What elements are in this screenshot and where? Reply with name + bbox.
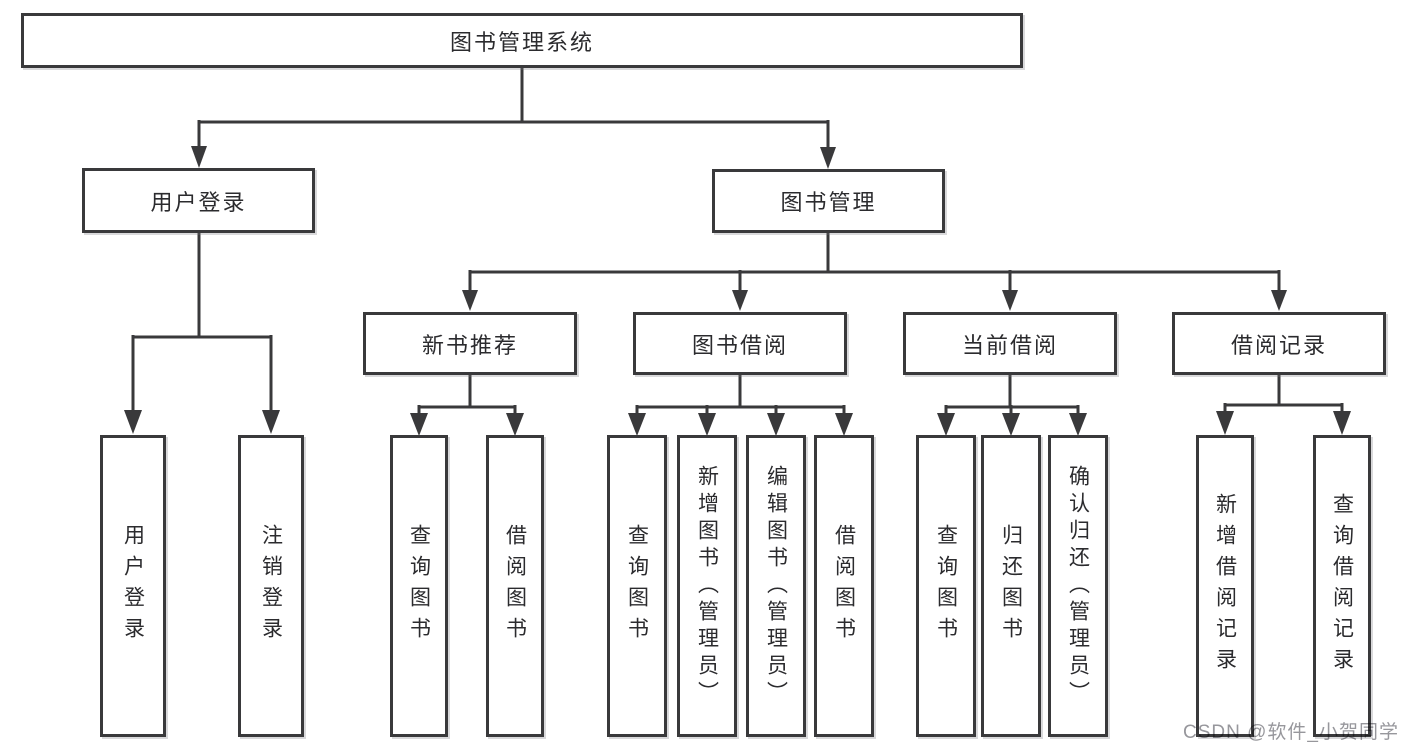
arrowhead-icon [1069, 413, 1087, 436]
arrowhead-icon [1271, 290, 1287, 311]
connector-borrow-records-children [1223, 375, 1344, 412]
arrowhead-icon [767, 413, 785, 436]
arrowhead-icon [1002, 413, 1020, 436]
leaf-confirm-return-admin: 确认归还（管理员） [1048, 435, 1108, 737]
node-user-login: 用户登录 [82, 168, 315, 233]
node-root-system: 图书管理系统 [21, 13, 1023, 68]
leaf-edit-books-admin: 编辑图书（管理员） [746, 435, 806, 737]
leaf-add-borrow-record: 新增借阅记录 [1196, 435, 1254, 737]
arrowhead-icon [698, 413, 716, 436]
leaf-logout: 注销登录 [238, 435, 304, 737]
arrowhead-layer [124, 146, 1351, 436]
connector-book-management-children [468, 233, 1281, 292]
arrowhead-icon [462, 290, 478, 311]
arrowhead-icon [1002, 290, 1018, 311]
arrowhead-icon [410, 413, 428, 436]
node-book-borrowing: 图书借阅 [633, 312, 847, 375]
arrowhead-icon [628, 413, 646, 436]
leaf-borrow-books-recommend: 借阅图书 [486, 435, 544, 737]
connector-user-login-children [131, 233, 273, 413]
arrowhead-icon [191, 146, 207, 168]
arrowhead-icon [262, 410, 280, 434]
leaf-borrow-books-borrowing: 借阅图书 [814, 435, 874, 737]
leaf-query-books-current: 查询图书 [916, 435, 976, 737]
arrowhead-icon [124, 410, 142, 434]
node-current-borrowing: 当前借阅 [903, 312, 1117, 375]
arrowhead-icon [1216, 411, 1234, 435]
connector-book-borrowing-children [635, 375, 846, 415]
leaf-query-books-borrowing: 查询图书 [607, 435, 667, 737]
leaf-return-books: 归还图书 [981, 435, 1041, 737]
node-borrow-records: 借阅记录 [1172, 312, 1386, 375]
connector-new-book-recommend-children [417, 375, 517, 415]
arrowhead-icon [1333, 411, 1351, 435]
connector-lines [131, 68, 1344, 415]
arrowhead-icon [732, 290, 748, 311]
arrowhead-icon [506, 413, 524, 436]
leaf-query-books-recommend: 查询图书 [390, 435, 448, 737]
watermark: CSDN @软件_小贺同学 [1183, 722, 1399, 743]
leaf-query-borrow-record: 查询借阅记录 [1313, 435, 1371, 737]
arrowhead-icon [937, 413, 955, 436]
arrowhead-icon [820, 147, 836, 169]
node-new-book-recommend: 新书推荐 [363, 312, 577, 375]
node-book-management: 图书管理 [712, 169, 945, 233]
leaf-user-login: 用户登录 [100, 435, 166, 737]
connector-root-to-level2 [197, 68, 830, 148]
leaf-add-books-admin: 新增图书（管理员） [677, 435, 737, 737]
arrowhead-icon [835, 413, 853, 436]
connector-current-borrowing-children [944, 375, 1080, 415]
